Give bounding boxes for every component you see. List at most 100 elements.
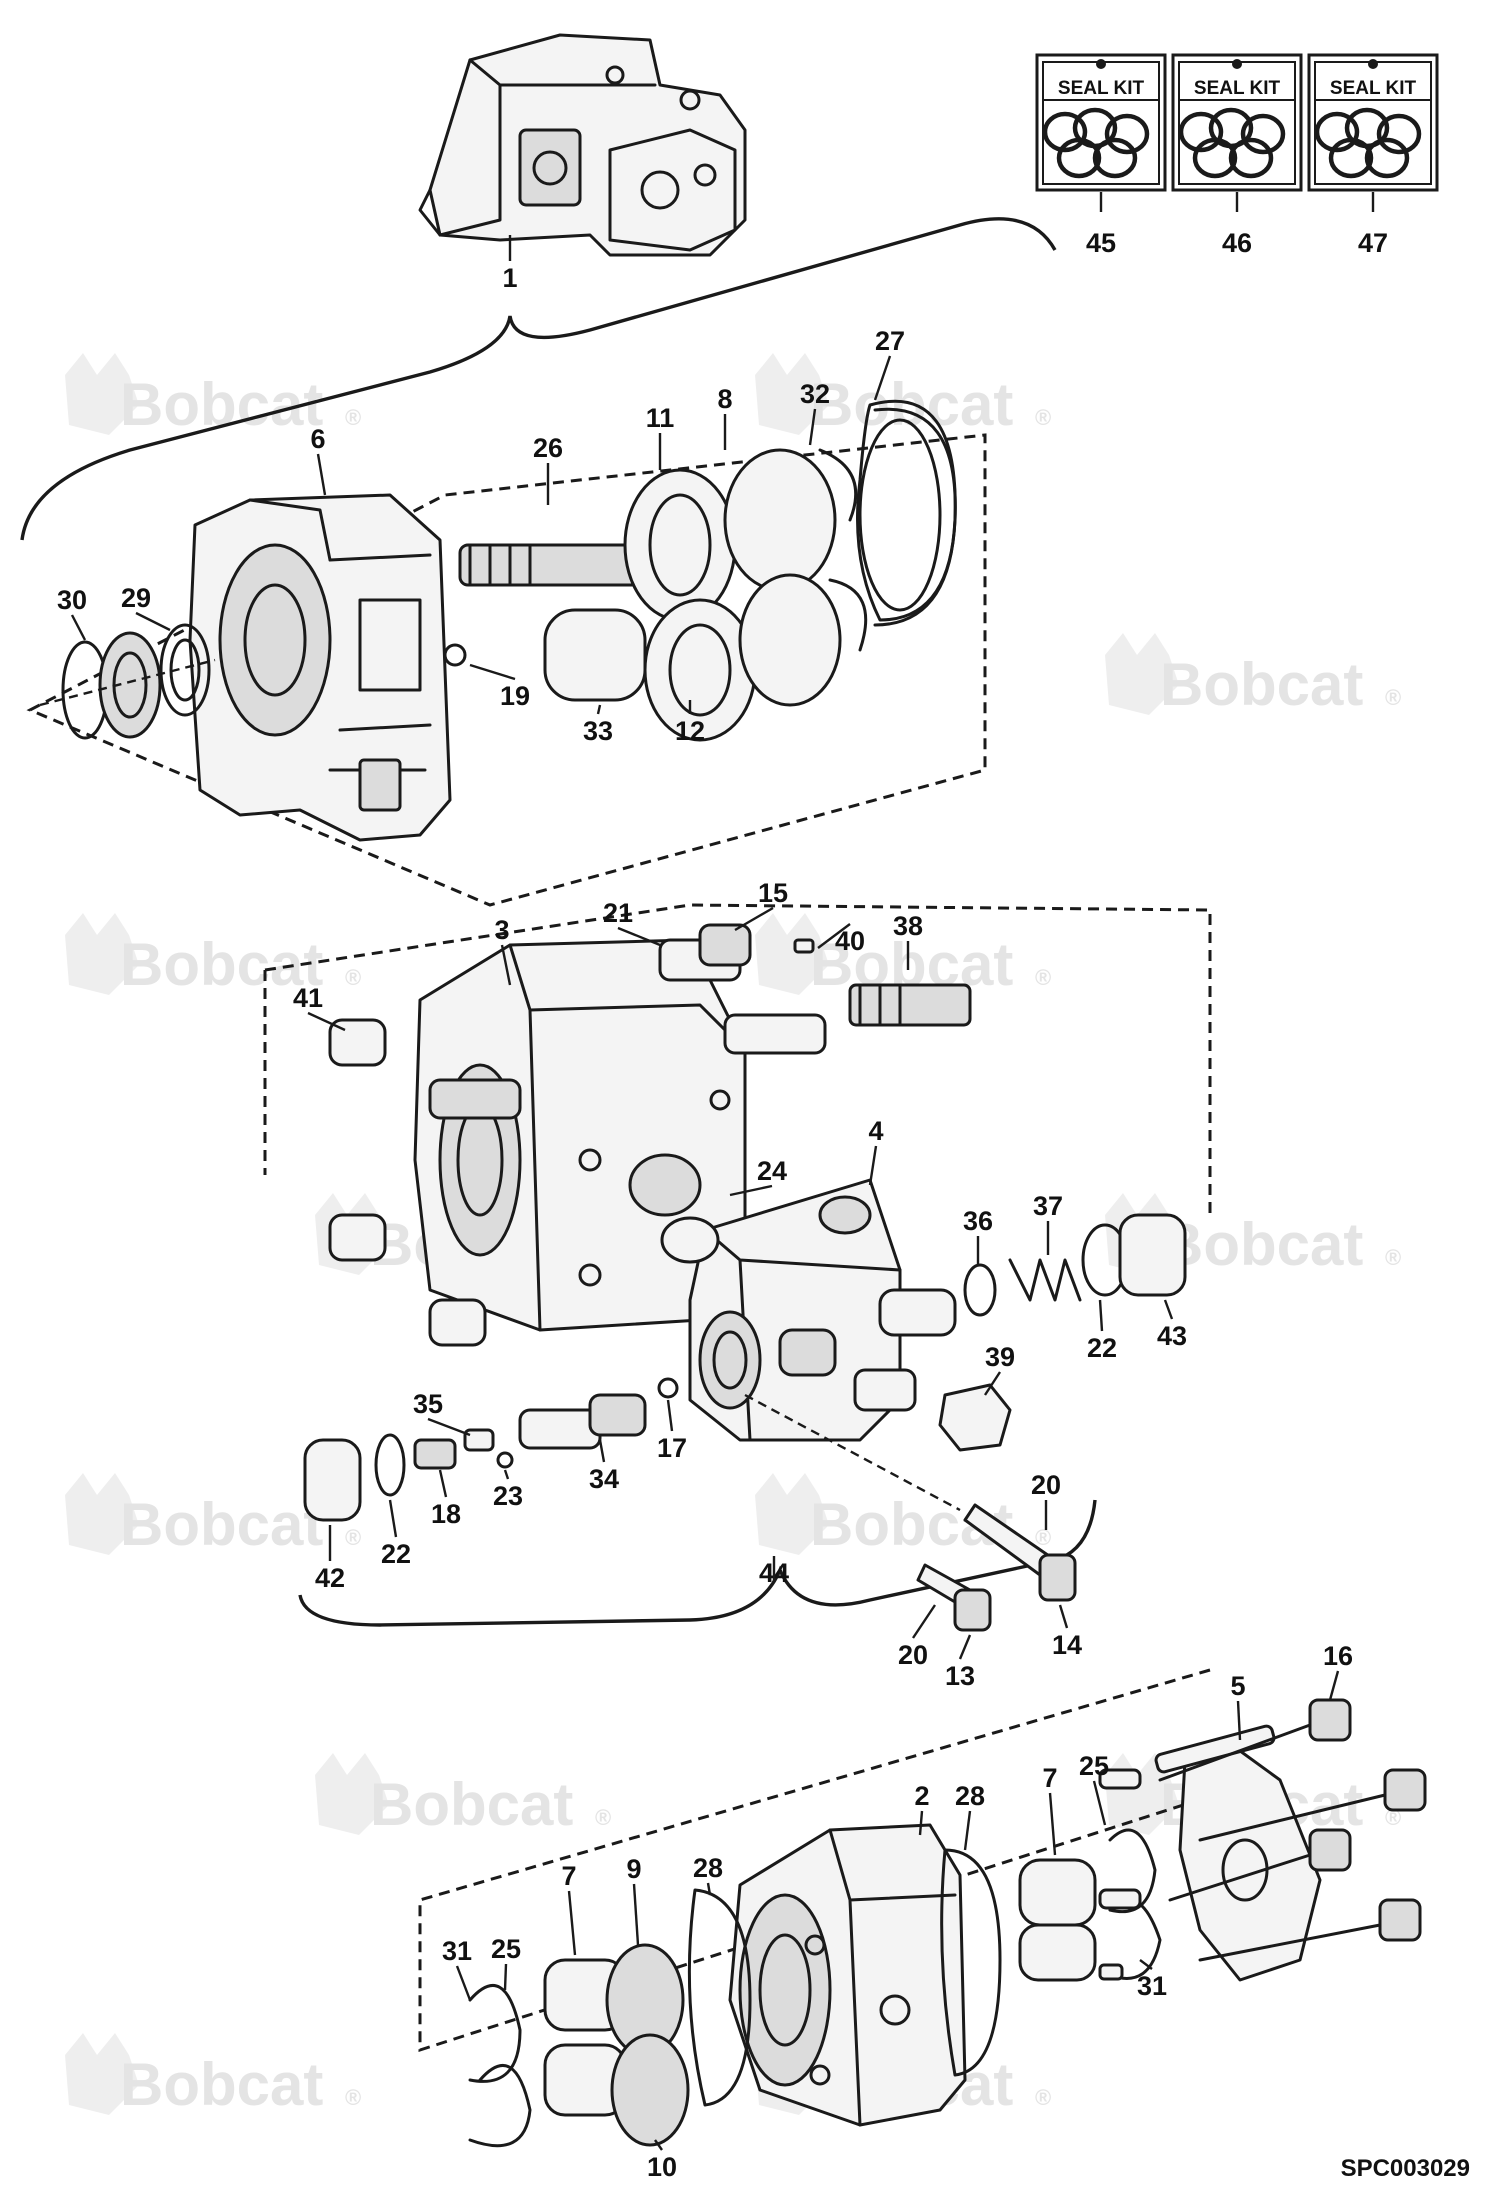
seal-kit-number: 47 <box>1358 228 1388 258</box>
seal-kit-title: SEAL KIT <box>1194 78 1281 99</box>
leader-line <box>598 1439 606 1463</box>
leader-line <box>1328 1670 1340 1701</box>
shaft-seals-drawing <box>39 623 216 740</box>
rear-body-drawing <box>728 1823 967 2127</box>
leader-line <box>912 1604 936 1639</box>
leader-line <box>1139 1959 1153 1970</box>
callout-number: 18 <box>431 1499 461 1529</box>
callout-13: 13 <box>945 1634 975 1691</box>
leader-line <box>388 1499 398 1538</box>
callout-number: 28 <box>955 1781 985 1811</box>
watermark-mark: ® <box>595 1805 611 1830</box>
callout-number: 32 <box>800 379 830 409</box>
bushings-41-drawing <box>328 1018 487 1347</box>
callout-number: 20 <box>1031 1470 1061 1500</box>
callout-number: 15 <box>758 878 788 908</box>
callout-number: 31 <box>442 1936 472 1966</box>
seal-kit-number: 46 <box>1222 228 1252 258</box>
callout-number: 8 <box>717 384 732 414</box>
callout-number: 17 <box>657 1433 687 1463</box>
callout-number: 34 <box>589 1464 619 1494</box>
callout-3: 3 <box>494 915 512 986</box>
callout-number: 37 <box>1033 1191 1063 1221</box>
callout-39: 39 <box>983 1342 1015 1396</box>
watermark-brand: Bobcat <box>1160 1211 1363 1278</box>
callout-7: 7 <box>1042 1763 1058 1856</box>
callout-37: 37 <box>1033 1191 1063 1255</box>
o-ring-icon <box>1178 107 1286 179</box>
callout-38: 38 <box>893 911 923 970</box>
bobcat-logo-icon <box>1105 633 1179 715</box>
callout-7: 7 <box>561 1861 577 1956</box>
bobcat-watermark: Bobcat® <box>315 1753 611 1838</box>
callout-15: 15 <box>734 878 788 932</box>
callout-number: 2 <box>914 1781 929 1811</box>
o-ring-icon <box>1042 107 1150 179</box>
callout-14: 14 <box>1052 1604 1082 1660</box>
callout-number: 3 <box>494 915 509 945</box>
callout-18: 18 <box>431 1469 461 1529</box>
callout-number: 9 <box>626 1854 641 1884</box>
leader-line <box>135 611 171 632</box>
callout-35: 35 <box>413 1389 471 1437</box>
callout-number: 41 <box>293 983 323 1013</box>
rear-gear-set-drawing <box>543 1858 1097 2147</box>
callout-number: 27 <box>875 326 905 356</box>
bobcat-watermark: Bobcat® <box>755 353 1051 438</box>
callout-number: 12 <box>675 716 705 746</box>
callout-number: 5 <box>1230 1671 1245 1701</box>
gasket-28-rear-drawing <box>940 1848 1002 2077</box>
callout-8: 8 <box>717 384 733 450</box>
bobcat-logo-icon <box>65 913 139 995</box>
leader-line <box>873 355 892 401</box>
callout-number: 21 <box>603 898 633 928</box>
rear-cover-drawing <box>1098 1698 1427 1982</box>
callout-number: 25 <box>491 1934 521 1964</box>
leader-line <box>503 1963 508 1991</box>
callout-number: 6 <box>310 424 325 454</box>
watermark-mark: ® <box>1035 965 1051 990</box>
callout-number: 22 <box>1087 1333 1117 1363</box>
callout-9: 9 <box>626 1854 642 1946</box>
callout-42: 42 <box>315 1525 345 1593</box>
callout-number: 38 <box>893 911 923 941</box>
leader-line <box>307 1011 346 1032</box>
callout-25: 25 <box>491 1934 521 1991</box>
leader-line <box>666 1399 674 1432</box>
callout-26: 26 <box>533 433 563 505</box>
callout-44: 44 <box>759 1556 789 1588</box>
callout-number: 13 <box>945 1661 975 1691</box>
callout-31: 31 <box>1137 1959 1167 2001</box>
callout-5: 5 <box>1230 1671 1246 1741</box>
watermark-mark: ® <box>1035 2085 1051 2110</box>
callout-number: 11 <box>646 403 675 433</box>
watermark-mark: ® <box>1385 1245 1401 1270</box>
leader-line <box>503 1469 510 1480</box>
leader-line <box>500 944 512 986</box>
callout-number: 19 <box>500 681 530 711</box>
callout-28: 28 <box>955 1781 985 1851</box>
leader-line <box>808 408 817 446</box>
callout-number: 43 <box>1157 1321 1187 1351</box>
callout-20: 20 <box>1031 1470 1061 1530</box>
watermark-brand: Bobcat <box>120 931 323 998</box>
callout-number: 35 <box>413 1389 443 1419</box>
callout-27: 27 <box>873 326 905 401</box>
watermark-brand: Bobcat <box>120 371 323 438</box>
leader-line <box>654 2139 663 2151</box>
callout-number: 28 <box>693 1853 723 1883</box>
leader-line <box>958 1634 972 1660</box>
leader-line <box>567 1890 577 1956</box>
callout-28: 28 <box>693 1853 723 1896</box>
bobcat-logo-icon <box>65 1473 139 1555</box>
watermark-mark: ® <box>345 965 361 990</box>
leader-line <box>632 1883 640 1946</box>
assembly-outline-middle <box>264 903 1212 1220</box>
callout-29: 29 <box>121 583 171 632</box>
shaft-38-drawing <box>658 923 972 1055</box>
callout-number: 24 <box>757 1156 787 1186</box>
callout-21: 21 <box>603 898 661 947</box>
